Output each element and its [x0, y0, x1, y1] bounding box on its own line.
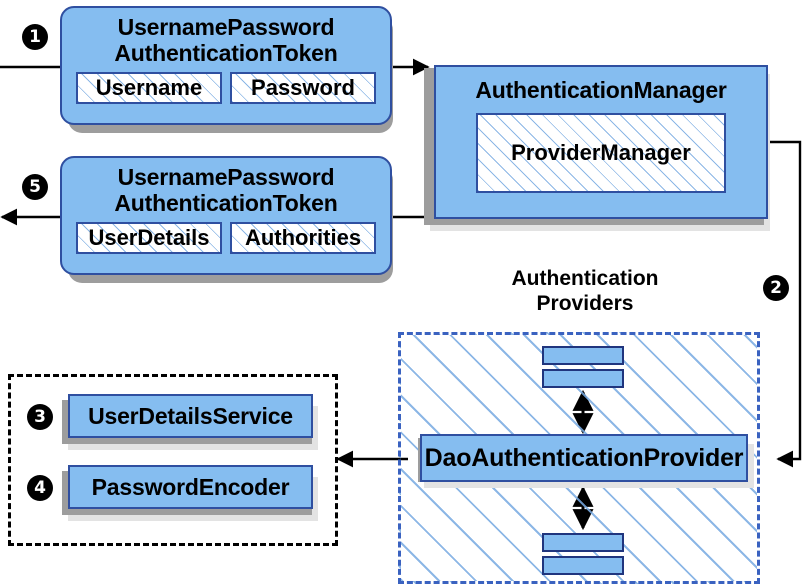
request-token-field-password: Password [230, 72, 376, 104]
dao-authentication-provider-node[interactable]: DaoAuthenticationProvider [420, 434, 748, 482]
badge-4: 4 [27, 475, 53, 501]
provider-bar-top-2 [542, 369, 624, 388]
response-token-title-line1: UsernamePassword [117, 164, 335, 190]
badge-1: 1 [22, 24, 48, 50]
response-token-title-line2: AuthenticationToken [114, 190, 338, 216]
provider-bar-bottom-1 [542, 533, 624, 552]
authentication-manager-node[interactable]: AuthenticationManager ProviderManager [434, 65, 768, 219]
request-token-field-username: Username [76, 72, 222, 104]
provider-manager-box: ProviderManager [476, 113, 726, 193]
response-token-field-authorities: Authorities [230, 222, 376, 254]
password-encoder-node[interactable]: PasswordEncoder [68, 465, 313, 509]
password-encoder-label: PasswordEncoder [91, 474, 290, 500]
providers-caption-line1: Authentication [511, 267, 659, 290]
badge-3: 3 [27, 404, 53, 430]
request-token-node[interactable]: UsernamePassword AuthenticationToken Use… [60, 6, 392, 125]
authentication-manager-title: AuthenticationManager [475, 77, 727, 103]
request-token-title-line1: UsernamePassword [117, 14, 335, 40]
badge-2: 2 [763, 275, 789, 301]
dao-authentication-provider-label: DaoAuthenticationProvider [424, 444, 744, 472]
badge-5: 5 [22, 174, 48, 200]
providers-caption: Authentication Providers [460, 266, 710, 316]
user-details-service-label: UserDetailsService [88, 403, 293, 429]
provider-bar-top-1 [542, 346, 624, 365]
request-token-title-line2: AuthenticationToken [114, 40, 338, 66]
providers-caption-line2: Providers [536, 292, 634, 315]
user-details-service-node[interactable]: UserDetailsService [68, 394, 313, 438]
provider-bar-bottom-2 [542, 556, 624, 575]
response-token-field-userdetails: UserDetails [76, 222, 222, 254]
response-token-node[interactable]: UsernamePassword AuthenticationToken Use… [60, 156, 392, 275]
